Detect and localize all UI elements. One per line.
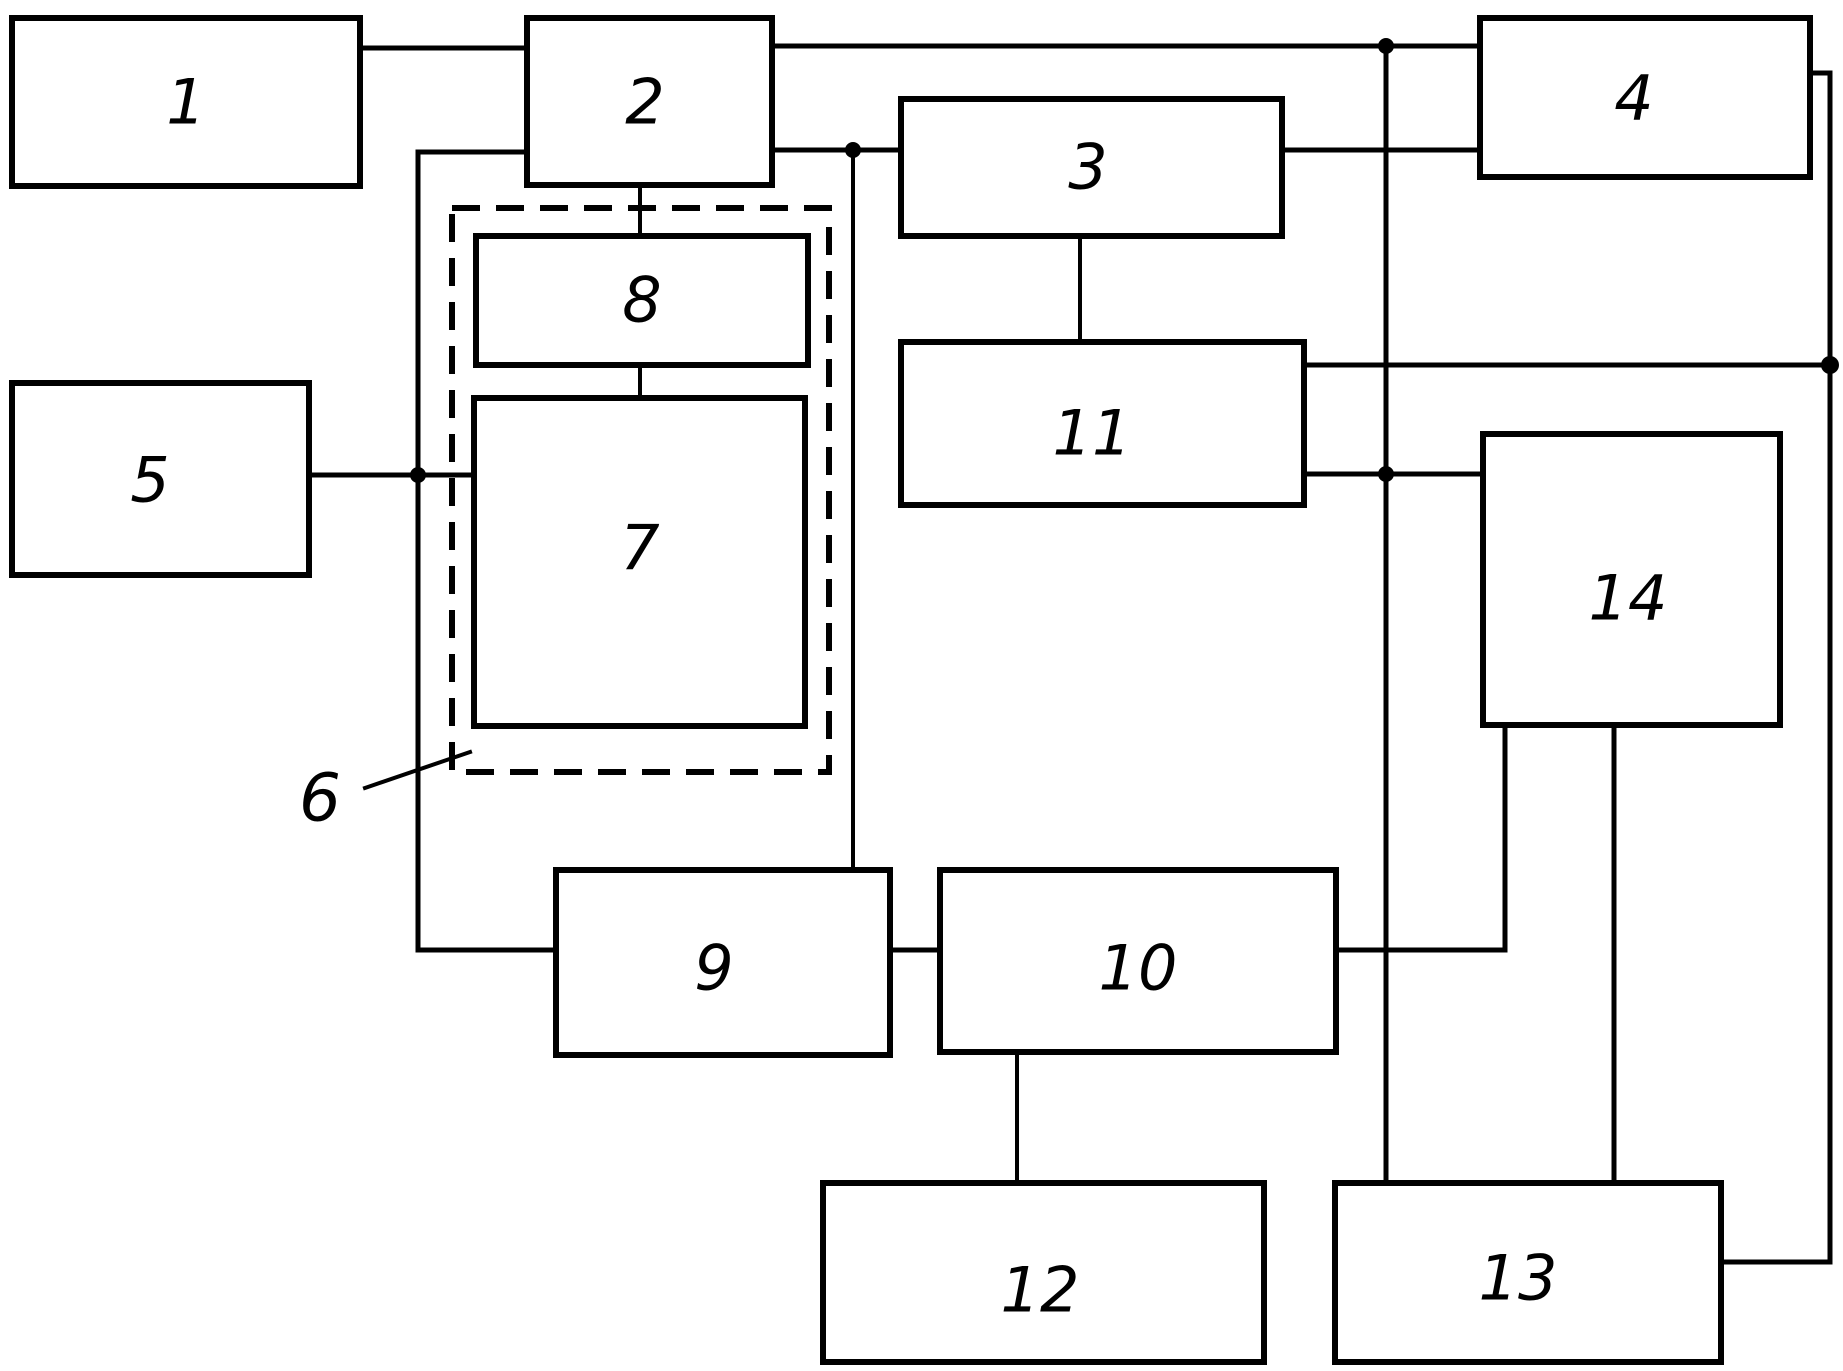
block-8-frame [473,233,811,368]
block-14-frame [1480,431,1783,728]
block-11[interactable]: 11 [898,339,1307,508]
junction-dot [845,142,861,158]
wire-10-to-14 [1333,722,1508,953]
block-2-frame [524,15,775,188]
block-13-frame [1332,1180,1724,1365]
block-3-label: 3 [1068,131,1107,204]
block-5[interactable]: 5 [9,380,312,578]
block-2-label: 2 [625,66,664,139]
block-9[interactable]: 9 [553,867,893,1058]
block-13-label: 13 [1479,1242,1558,1315]
block-14-label: 14 [1589,562,1668,635]
block-7-frame [471,395,808,729]
block-5-label: 5 [130,444,169,517]
block-2[interactable]: 2 [524,15,775,188]
wire-2-to-9-left-bus [415,149,559,953]
block-4[interactable]: 4 [1477,15,1813,180]
block-1[interactable]: 1 [9,15,363,189]
block-3[interactable]: 3 [898,96,1285,239]
block-12-label: 12 [1001,1254,1080,1327]
block-10-frame [937,867,1339,1055]
block-1-frame [9,15,363,189]
block-4-label: 4 [1614,62,1653,135]
block-11-frame [898,339,1307,508]
junction-dot [1378,466,1394,482]
block-4-frame [1477,15,1813,180]
block-8[interactable]: 8 [473,233,811,368]
enclosure-6 [449,205,832,775]
block-3-frame [898,96,1285,239]
block-1-label: 1 [166,66,205,139]
junctions [410,38,1839,483]
block-7[interactable]: 7 [471,395,808,729]
block-10-label: 10 [1099,932,1178,1005]
enclosure-6-label: 6 [299,760,341,837]
block-9-frame [553,867,893,1058]
wire-4-to-13-right-bus [1718,70,1833,1265]
block-13[interactable]: 13 [1332,1180,1724,1365]
junction-dot [1821,356,1839,374]
block-14[interactable]: 14 [1480,431,1783,728]
block-12-frame [820,1180,1267,1365]
block-12[interactable]: 12 [820,1180,1267,1365]
block-9-label: 9 [694,932,733,1005]
block-7-label: 7 [620,512,659,585]
block-11-label: 11 [1053,397,1132,470]
block-5-frame [9,380,312,578]
block-10[interactable]: 10 [937,867,1339,1055]
junction-dot [1378,38,1394,54]
block-8-label: 8 [622,264,661,337]
junction-dot [410,467,426,483]
